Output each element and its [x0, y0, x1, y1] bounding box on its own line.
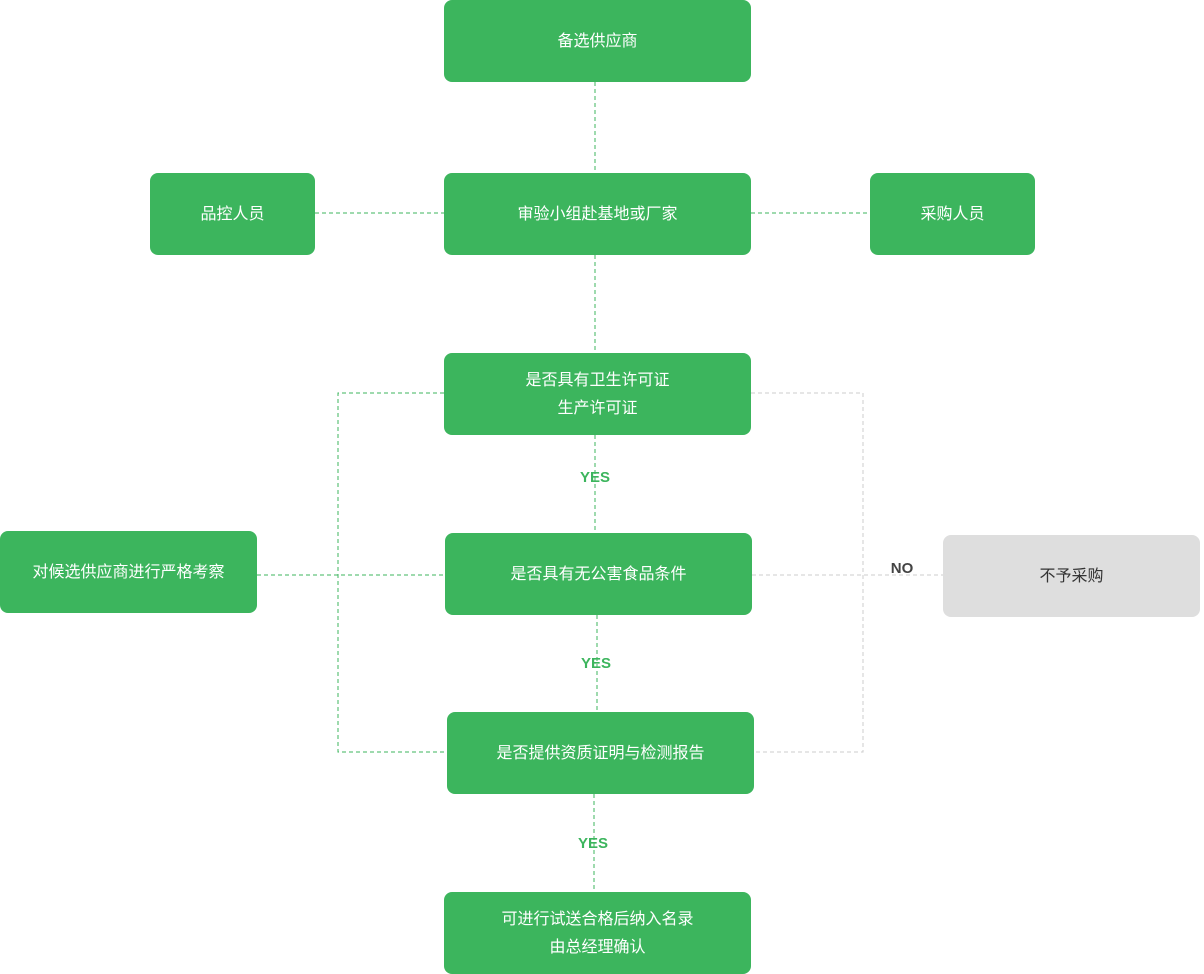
node-trial-and-approval: 可进行试送合格后纳入名录由总经理确认 — [444, 892, 751, 974]
node-qualification-report-check: 是否提供资质证明与检测报告 — [447, 712, 754, 794]
quality-control-staff-label-line-1: 品控人员 — [200, 204, 265, 223]
no-purchase-label-line-1: 不予采购 — [1039, 566, 1104, 585]
node-strict-inspection: 对候选供应商进行严格考察 — [0, 531, 257, 613]
node-purchasing-staff: 采购人员 — [870, 173, 1035, 255]
purchasing-staff-label-line-1: 采购人员 — [920, 204, 985, 223]
node-hygiene-license-check: 是否具有卫生许可证生产许可证 — [444, 353, 751, 435]
node-quality-control-staff: 品控人员 — [150, 173, 315, 255]
node-candidate-suppliers: 备选供应商 — [444, 0, 751, 82]
hygiene-license-check-label-line-1: 是否具有卫生许可证 — [525, 370, 670, 389]
strict-inspection-label-line-1: 对候选供应商进行严格考察 — [32, 562, 225, 581]
node-audit-team-visit: 审验小组赴基地或厂家 — [444, 173, 751, 255]
connector-left-loop — [337, 392, 447, 753]
qualification-report-check-label-line-1: 是否提供资质证明与检测报告 — [496, 743, 705, 762]
edge-label-yes-3: YES — [577, 835, 608, 852]
trial-and-approval-label-line-1: 可进行试送合格后纳入名录 — [501, 909, 694, 928]
connector-right-no-loop — [751, 392, 864, 753]
pollution-free-check-label-line-1: 是否具有无公害食品条件 — [510, 564, 687, 583]
node-pollution-free-check: 是否具有无公害食品条件 — [445, 533, 752, 615]
edge-label-yes-2: YES — [580, 655, 611, 672]
edge-label-yes-1: YES — [579, 469, 610, 486]
audit-team-visit-label-line-1: 审验小组赴基地或厂家 — [517, 204, 678, 223]
edge-label-no: NO — [890, 560, 914, 577]
hygiene-license-check-label-line-2: 生产许可证 — [557, 398, 638, 417]
candidate-suppliers-label-line-1: 备选供应商 — [557, 31, 638, 50]
trial-and-approval-label-line-2: 由总经理确认 — [549, 937, 646, 956]
node-no-purchase: 不予采购 — [943, 535, 1200, 617]
